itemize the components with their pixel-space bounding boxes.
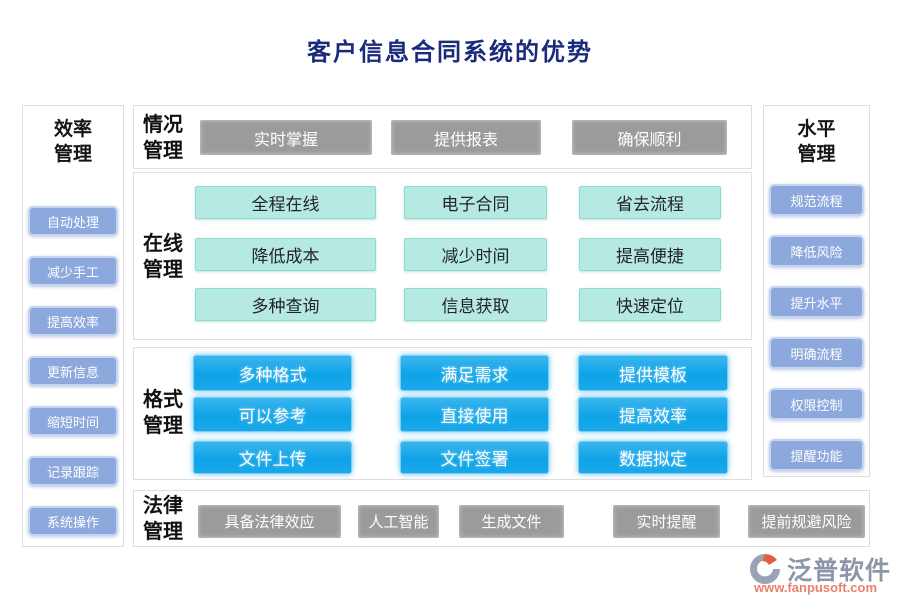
online-item-multi-query[interactable]: 多种查询 [195,288,376,321]
efficiency-item-less-manual[interactable]: 减少手工 [28,256,118,286]
legal-row-label: 法律 管理 [143,492,183,544]
efficiency-item-shorten-time[interactable]: 缩短时间 [28,406,118,436]
legal-label-line1: 法律 [143,493,183,517]
efficiency-item-system-operation[interactable]: 系统操作 [28,506,118,536]
efficiency-panel-title: 效率 管理 [23,117,123,167]
online-row-label: 在线 管理 [143,230,183,282]
online-item-info-retrieval[interactable]: 信息获取 [404,288,547,321]
online-item-fully-online[interactable]: 全程在线 [195,186,376,219]
format-row: 格式 管理 多种格式 满足需求 提供模板 可以参考 直接使用 提高效率 文件上传… [133,347,752,480]
efficiency-item-auto-process[interactable]: 自动处理 [28,206,118,236]
format-item-for-reference[interactable]: 可以参考 [193,397,352,432]
online-label-line2: 管理 [143,257,183,281]
format-label-line1: 格式 [143,387,183,411]
format-item-file-upload[interactable]: 文件上传 [193,441,352,474]
situation-item-ensure-smooth[interactable]: 确保顺利 [572,120,727,155]
situation-item-realtime-grasp[interactable]: 实时掌握 [200,120,372,155]
legal-row: 法律 管理 具备法律效应 人工智能 生成文件 实时提醒 提前规避风险 [133,490,870,547]
legal-item-realtime-reminder[interactable]: 实时提醒 [613,505,720,538]
efficiency-item-improve-efficiency[interactable]: 提高效率 [28,306,118,336]
brand-url[interactable]: www.fanpusoft.com [754,580,878,595]
brand-name: 泛普软件 [787,557,892,585]
level-title-line2: 管理 [797,143,836,165]
level-item-reduce-risk[interactable]: 降低风险 [769,235,864,267]
online-item-more-convenient[interactable]: 提高便捷 [579,238,721,271]
legal-label-line2: 管理 [143,519,183,543]
online-item-lower-cost[interactable]: 降低成本 [195,238,376,271]
situation-row: 情况 管理 实时掌握 提供报表 确保顺利 [133,105,752,169]
footer-brand: 泛普软件 www.fanpusoft.com [748,551,893,597]
online-item-quick-locate[interactable]: 快速定位 [579,288,721,321]
online-item-skip-process[interactable]: 省去流程 [579,186,721,219]
efficiency-button-list: 自动处理 减少手工 提高效率 更新信息 缩短时间 记录跟踪 系统操作 [28,206,118,536]
format-item-direct-use[interactable]: 直接使用 [400,397,549,432]
situation-label-line1: 情况 [143,112,183,136]
level-item-raise-level[interactable]: 提升水平 [769,286,864,318]
legal-item-legal-effect[interactable]: 具备法律效应 [198,505,341,538]
online-label-line1: 在线 [143,231,183,255]
fanpu-logo-icon [750,554,780,584]
efficiency-title-line2: 管理 [53,143,92,165]
level-button-list: 规范流程 降低风险 提升水平 明确流程 权限控制 提醒功能 [769,184,864,471]
efficiency-item-update-info[interactable]: 更新信息 [28,356,118,386]
situation-label-line2: 管理 [143,138,183,162]
efficiency-title-line1: 效率 [53,118,92,140]
online-item-less-time[interactable]: 减少时间 [404,238,547,271]
format-row-label: 格式 管理 [143,386,183,438]
online-item-e-contract[interactable]: 电子合同 [404,186,547,219]
legal-item-avoid-risk-in-advance[interactable]: 提前规避风险 [748,505,865,538]
situation-item-provide-reports[interactable]: 提供报表 [391,120,541,155]
format-item-data-drafting[interactable]: 数据拟定 [578,441,728,474]
efficiency-panel: 效率 管理 自动处理 减少手工 提高效率 更新信息 缩短时间 记录跟踪 系统操作 [22,105,124,547]
format-item-multi-format[interactable]: 多种格式 [193,355,352,391]
level-title-line1: 水平 [797,118,836,140]
situation-row-label: 情况 管理 [143,111,183,163]
level-panel: 水平 管理 规范流程 降低风险 提升水平 明确流程 权限控制 提醒功能 [763,105,870,477]
format-label-line2: 管理 [143,413,183,437]
level-item-permission-control[interactable]: 权限控制 [769,388,864,420]
format-item-provide-templates[interactable]: 提供模板 [578,355,728,391]
efficiency-item-record-tracking[interactable]: 记录跟踪 [28,456,118,486]
legal-item-generate-files[interactable]: 生成文件 [459,505,564,538]
format-item-file-signing[interactable]: 文件签署 [400,441,549,474]
format-item-improve-efficiency[interactable]: 提高效率 [578,397,728,432]
level-item-reminder-function[interactable]: 提醒功能 [769,439,864,471]
level-item-standardize-process[interactable]: 规范流程 [769,184,864,216]
level-panel-title: 水平 管理 [764,117,869,167]
format-item-meet-needs[interactable]: 满足需求 [400,355,549,391]
online-row: 在线 管理 全程在线 电子合同 省去流程 降低成本 减少时间 提高便捷 多种查询… [133,172,752,340]
page-title: 客户信息合同系统的优势 [307,37,593,66]
legal-item-ai[interactable]: 人工智能 [358,505,439,538]
level-item-clear-process[interactable]: 明确流程 [769,337,864,369]
